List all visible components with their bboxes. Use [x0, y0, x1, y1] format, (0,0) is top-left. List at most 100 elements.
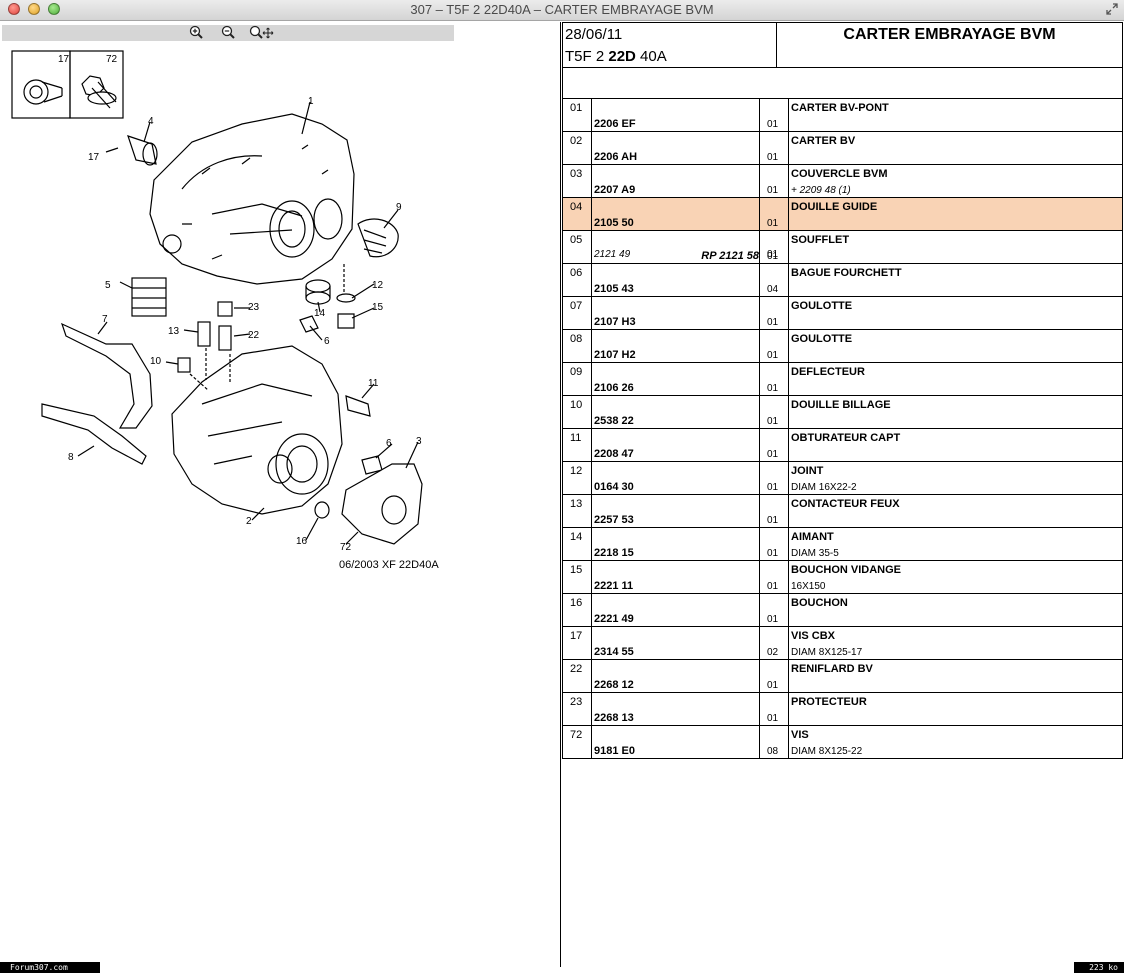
designation-cell: SOUFFLET: [788, 230, 1123, 264]
quantity-cell: 01: [759, 527, 789, 561]
part-designation: SOUFFLET: [791, 234, 850, 246]
part-rep-number: 08: [570, 333, 583, 345]
reference-cell: 0164 30: [591, 461, 760, 495]
zoom-in-icon[interactable]: [188, 25, 204, 41]
footer-size: 223 ko: [1074, 962, 1124, 973]
part-9-deflector: [357, 218, 399, 258]
part-designation: DOUILLE BILLAGE: [791, 399, 891, 411]
designation-cell: CARTER BV-PONT: [788, 98, 1123, 132]
part-quantity: 01: [767, 449, 779, 460]
designation-cell: BAGUE FOURCHETT: [788, 263, 1123, 297]
callout-label: 5: [105, 280, 111, 291]
callout-label: 15: [372, 302, 384, 313]
part-rep-number: 17: [570, 630, 583, 642]
rep-cell: 01: [562, 98, 592, 132]
part-detail: 16X150: [791, 581, 826, 592]
part-designation: DEFLECTEUR: [791, 366, 865, 378]
callout-label: 16: [296, 536, 308, 547]
quantity-cell: 01: [759, 131, 789, 165]
reference-cell: 2107 H3: [591, 296, 760, 330]
part-reference: 2268 12: [594, 679, 634, 691]
part-rep-number: 04: [570, 201, 583, 213]
model-suffix: 40A: [635, 48, 667, 65]
part-quantity: 04: [767, 284, 779, 295]
part-reference: 2268 13: [594, 712, 634, 724]
zoom-out-icon[interactable]: [220, 25, 236, 41]
reference-cell: 2314 55: [591, 626, 760, 660]
quantity-cell: 01: [759, 329, 789, 363]
part-reference: 9181 E0: [594, 745, 635, 757]
quantity-cell: 02: [759, 626, 789, 660]
header-divider: [776, 23, 777, 67]
part-reference: 2105 43: [594, 283, 634, 295]
part-rep-number: 23: [570, 696, 583, 708]
callout-label: 4: [148, 116, 154, 127]
part-designation: BOUCHON: [791, 597, 848, 609]
designation-cell: BOUCHON: [788, 593, 1123, 627]
designation-cell: CONTACTEUR FEUX: [788, 494, 1123, 528]
callout-label: 10: [150, 356, 162, 367]
callout-label: 12: [372, 280, 384, 291]
callout-label: 13: [168, 326, 180, 337]
part-rep-number: 06: [570, 267, 583, 279]
part-quantity: 02: [767, 647, 779, 658]
designation-cell: PROTECTEUR: [788, 692, 1123, 726]
reference-cell: 2105 50: [591, 197, 760, 231]
footer-site: Forum307.com: [0, 962, 100, 973]
reference-cell: 2221 11: [591, 560, 760, 594]
designation-cell: DEFLECTEUR: [788, 362, 1123, 396]
minimize-window-button[interactable]: [28, 3, 40, 15]
part-rep-number: 11: [570, 432, 582, 444]
table-row[interactable]: 06 2105 43 04 BAGUE FOURCHETT: [562, 263, 1123, 297]
part-quantity: 01: [767, 614, 779, 625]
fullscreen-icon[interactable]: [1106, 3, 1118, 15]
callout-label: 14: [314, 308, 326, 319]
part-rep-number: 14: [570, 531, 583, 543]
drawing-toolbar: [2, 25, 454, 41]
quantity-cell: 01: [759, 461, 789, 495]
part-reference: 2206 AH: [594, 151, 638, 163]
part-quantity: 01: [767, 581, 779, 592]
part-rep-number: 16: [570, 597, 583, 609]
rep-cell: 10: [562, 395, 592, 429]
inset-label-72: 72: [106, 54, 118, 65]
zoom-pan-icon[interactable]: [248, 25, 276, 41]
part-designation: OBTURATEUR CAPT: [791, 432, 901, 444]
part-designation: VIS CBX: [791, 630, 836, 642]
part-quantity: 01: [767, 218, 779, 229]
reference-cell: 9181 E0: [591, 725, 760, 759]
pane-divider[interactable]: [560, 22, 561, 967]
part-designation: CARTER BV: [791, 135, 856, 147]
part-designation: AIMANT: [791, 531, 834, 543]
reference-cell: 2105 43: [591, 263, 760, 297]
close-window-button[interactable]: [8, 3, 20, 15]
callout-label: 8: [68, 452, 74, 463]
callout-label: 6: [324, 336, 330, 347]
reference-cell: 2106 26: [591, 362, 760, 396]
zoom-window-button[interactable]: [48, 3, 60, 15]
reference-cell: 2218 15: [591, 527, 760, 561]
